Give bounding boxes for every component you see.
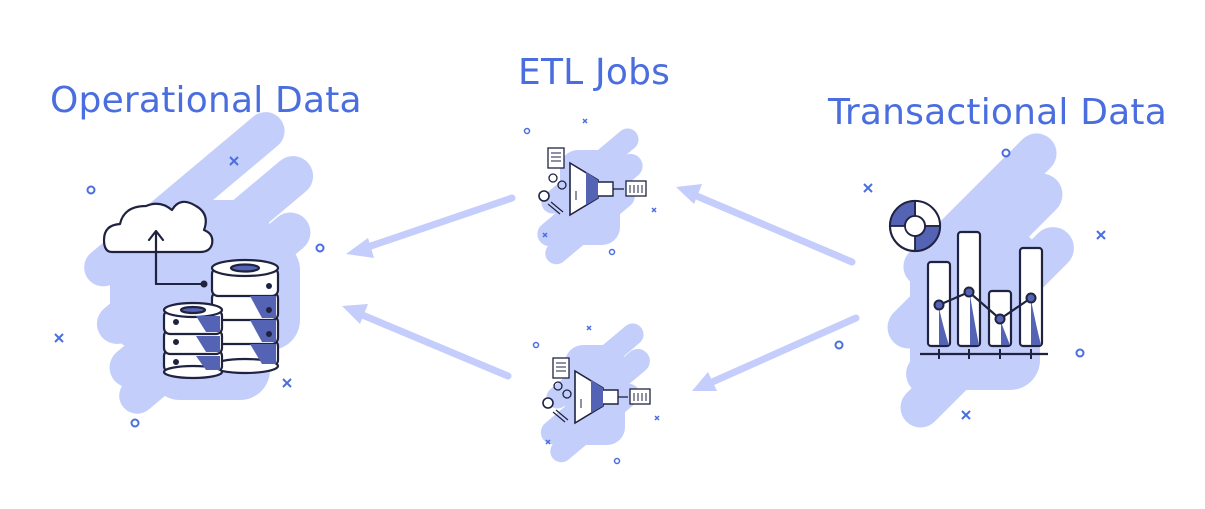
etl-funnel-icon-bottom [540,323,651,463]
arrow-etl-top-to-operational [346,194,516,258]
bar-line-chart-icon [887,133,1074,428]
etl-jobs-title: ETL Jobs [518,52,671,93]
arrow-etl-bottom-to-operational [342,304,512,380]
transactional-data-title: Transactional Data [828,92,1168,133]
decoration-marks-operational [54,156,325,428]
operational-data-title: Operational Data [50,80,362,121]
etl-funnel-icon-top [537,128,647,265]
decoration-marks-etl-top [523,118,657,256]
arrow-transactional-to-etl-top [676,184,856,266]
cloud-database-icon [84,112,314,414]
decoration-marks-transactional [834,148,1106,420]
decoration-marks-etl-bottom [532,325,660,465]
arrow-transactional-to-etl-bottom [692,314,860,391]
